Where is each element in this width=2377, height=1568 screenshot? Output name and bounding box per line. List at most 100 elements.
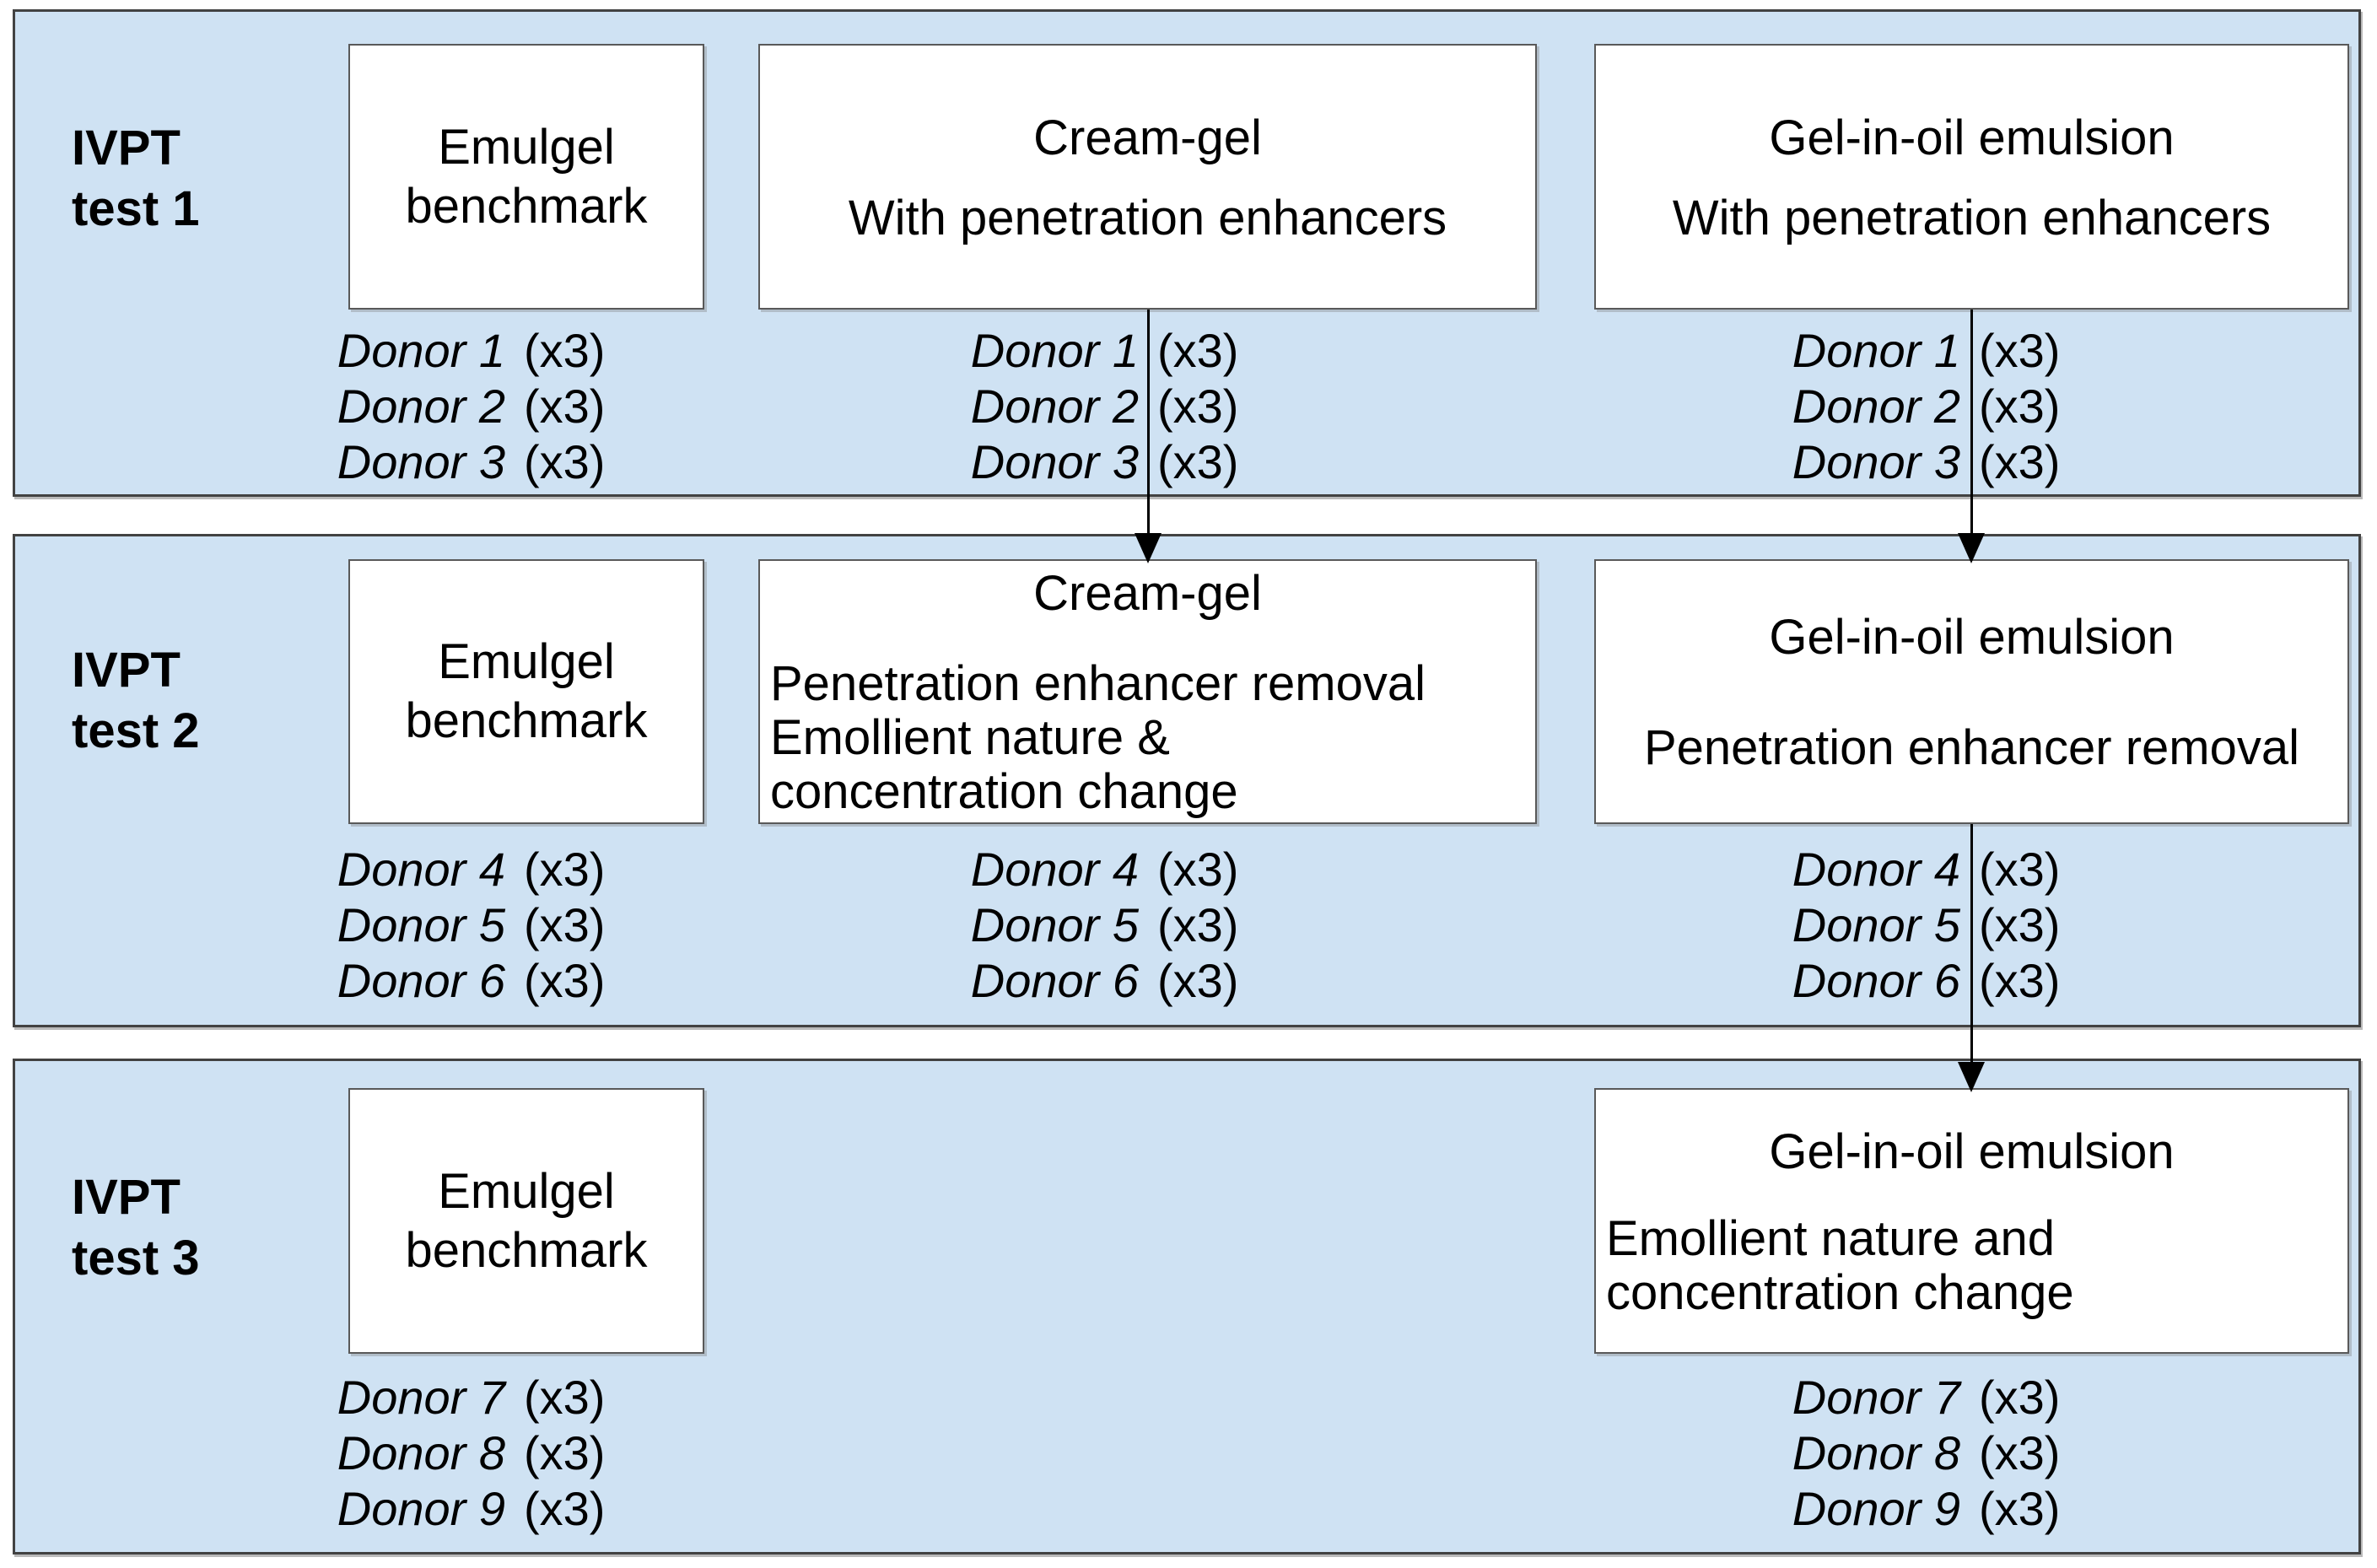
donor-line: Donor 4 (x3) bbox=[887, 842, 1409, 897]
donor-line: Donor 5 (x3) bbox=[253, 897, 776, 953]
donor-name: Donor 8 bbox=[1792, 1426, 1960, 1479]
donor-line: Donor 6 (x3) bbox=[887, 953, 1409, 1009]
cream-gel-box-test2: Cream-gel Penetration enhancer removal E… bbox=[758, 559, 1537, 824]
cream-gel-box-test1: Cream-gel With penetration enhancers bbox=[758, 44, 1537, 310]
donor-list-test3-geloil: Donor 7(x3)Donor 8 (x3) Donor 9 (x3) bbox=[1708, 1370, 2231, 1537]
donor-list-test1-creamgel: Donor 1 (x3) Donor 2 (x3) Donor 3 (x3) bbox=[887, 323, 1409, 490]
donor-line: Donor 2 (x3) bbox=[887, 379, 1409, 434]
donor-replicate-count: (x3) bbox=[524, 1371, 606, 1424]
donor-name: Donor 7 bbox=[337, 1371, 505, 1424]
donor-name: Donor 4 bbox=[970, 843, 1139, 896]
donor-replicate-count: (x3) bbox=[1979, 324, 2061, 377]
donor-line: Donor 5 (x3) bbox=[887, 897, 1409, 953]
donor-name: Donor 9 bbox=[1792, 1482, 1960, 1535]
gel-in-oil-box-test3: Gel-in-oil emulsion Emollient nature and… bbox=[1594, 1088, 2349, 1354]
box-title: Cream-gel bbox=[1033, 566, 1262, 621]
donor-replicate-count: (x3) bbox=[1979, 843, 2061, 896]
donor-replicate-count: (x3) bbox=[1157, 435, 1239, 488]
donor-list-test3-emulgel: Donor 7(x3)Donor 8(x3)Donor 9(x3) bbox=[253, 1370, 776, 1537]
donor-list-test2-creamgel: Donor 4 (x3) Donor 5 (x3) Donor 6 (x3) bbox=[887, 842, 1409, 1009]
donor-replicate-count: (x3) bbox=[1979, 435, 2061, 488]
donor-replicate-count: (x3) bbox=[524, 954, 606, 1007]
donor-name: Donor 8 bbox=[337, 1426, 505, 1479]
donor-line: Donor 9(x3) bbox=[253, 1481, 776, 1537]
donor-name: Donor 1 bbox=[337, 324, 505, 377]
box-body: With penetration enhancers bbox=[848, 190, 1447, 245]
donor-replicate-count: (x3) bbox=[524, 380, 606, 433]
gel-in-oil-box-test1: Gel-in-oil emulsion With penetration enh… bbox=[1594, 44, 2349, 310]
donor-replicate-count: (x3) bbox=[524, 435, 606, 488]
donor-replicate-count: (x3) bbox=[1157, 843, 1239, 896]
donor-replicate-count: (x3) bbox=[1157, 324, 1239, 377]
donor-replicate-count: (x3) bbox=[524, 898, 606, 951]
box-title: Emulgel benchmark bbox=[405, 634, 648, 748]
donor-replicate-count: (x3) bbox=[1979, 1371, 2061, 1424]
donor-replicate-count: (x3) bbox=[1979, 954, 2061, 1007]
donor-replicate-count: (x3) bbox=[524, 1482, 606, 1535]
donor-line: Donor 7 (x3) bbox=[253, 1370, 776, 1425]
donor-name: Donor 4 bbox=[337, 843, 505, 896]
box-body: With penetration enhancers bbox=[1672, 190, 2272, 245]
box-body: Penetration enhancer removal Emollient n… bbox=[770, 656, 1426, 819]
emulgel-benchmark-box-test3: Emulgel benchmark bbox=[348, 1088, 704, 1354]
gel-in-oil-box-test2: Gel-in-oil emulsion Penetration enhancer… bbox=[1594, 559, 2349, 824]
donor-replicate-count: (x3) bbox=[1157, 380, 1239, 433]
donor-name: Donor 6 bbox=[970, 954, 1139, 1007]
donor-line: Donor 9 (x3) bbox=[1708, 1481, 2231, 1537]
arrow-geloil-test1-to-test2 bbox=[1970, 310, 1973, 535]
donor-name: Donor 5 bbox=[337, 898, 505, 951]
donor-name: Donor 2 bbox=[970, 380, 1139, 433]
donor-line: Donor 4(x3) bbox=[1708, 842, 2231, 897]
donor-line: Donor 7(x3) bbox=[1708, 1370, 2231, 1425]
donor-name: Donor 1 bbox=[1792, 324, 1960, 377]
donor-line: Donor 8(x3) bbox=[253, 1425, 776, 1481]
donor-name: Donor 6 bbox=[1792, 954, 1960, 1007]
donor-line: Donor 3 (x3) bbox=[253, 434, 776, 490]
donor-replicate-count: (x3) bbox=[1157, 898, 1239, 951]
donor-name: Donor 2 bbox=[1792, 380, 1960, 433]
donor-replicate-count: (x3) bbox=[1979, 898, 2061, 951]
donor-list-test2-emulgel: Donor 4(x3)Donor 5(x3)Donor 6(x3) bbox=[253, 842, 776, 1009]
donor-line: Donor 6 (x3) bbox=[1708, 953, 2231, 1009]
donor-line: Donor 2 (x3) bbox=[253, 379, 776, 434]
donor-replicate-count: (x3) bbox=[524, 843, 606, 896]
emulgel-benchmark-box-test2: Emulgel benchmark bbox=[348, 559, 704, 824]
donor-replicate-count: (x3) bbox=[524, 324, 606, 377]
donor-line: Donor 1 (x3) bbox=[887, 323, 1409, 379]
donor-line: Donor 5 (x3) bbox=[1708, 897, 2231, 953]
donor-replicate-count: (x3) bbox=[1979, 1426, 2061, 1479]
donor-name: Donor 3 bbox=[337, 435, 505, 488]
donor-line: Donor 3 (x3) bbox=[887, 434, 1409, 490]
donor-name: Donor 3 bbox=[970, 435, 1139, 488]
donor-list-test1-emulgel: Donor 1 (x3) Donor 2 (x3) Donor 3 (x3) bbox=[253, 323, 776, 490]
donor-name: Donor 5 bbox=[1792, 898, 1960, 951]
box-body: Penetration enhancer removal bbox=[1643, 720, 2300, 775]
donor-line: Donor 3 (x3) bbox=[1708, 434, 2231, 490]
donor-replicate-count: (x3) bbox=[1979, 380, 2061, 433]
donor-line: Donor 1 (x3) bbox=[1708, 323, 2231, 379]
ivpt-test-2-label: IVPT test 2 bbox=[72, 643, 200, 758]
donor-line: Donor 8 (x3) bbox=[1708, 1425, 2231, 1481]
donor-list-test2-geloil: Donor 4(x3)Donor 5 (x3) Donor 6 (x3) bbox=[1708, 842, 2231, 1009]
box-title: Gel-in-oil emulsion bbox=[1769, 1123, 2175, 1179]
donor-line: Donor 4 (x3) bbox=[253, 842, 776, 897]
donor-name: Donor 2 bbox=[337, 380, 505, 433]
box-title: Gel-in-oil emulsion bbox=[1769, 610, 2175, 665]
arrow-head-icon bbox=[1135, 533, 1162, 563]
arrow-head-icon bbox=[1958, 533, 1985, 563]
donor-name: Donor 3 bbox=[1792, 435, 1960, 488]
donor-line: Donor 6(x3) bbox=[253, 953, 776, 1009]
emulgel-benchmark-box-test1: Emulgel benchmark bbox=[348, 44, 704, 310]
donor-replicate-count: (x3) bbox=[1157, 954, 1239, 1007]
donor-name: Donor 1 bbox=[970, 324, 1139, 377]
box-body: Emollient nature and concentration chang… bbox=[1606, 1210, 2074, 1320]
donor-line: Donor 1 (x3) bbox=[253, 323, 776, 379]
donor-name: Donor 5 bbox=[970, 898, 1139, 951]
arrow-geloil-test2-to-test3 bbox=[1970, 824, 1973, 1064]
donor-list-test1-geloil: Donor 1 (x3) Donor 2 (x3) Donor 3 (x3) bbox=[1708, 323, 2231, 490]
ivpt-test-1-label: IVPT test 1 bbox=[72, 121, 200, 236]
box-title: Gel-in-oil emulsion bbox=[1769, 110, 2175, 165]
arrow-creamgel-test1-to-test2 bbox=[1147, 310, 1150, 535]
donor-replicate-count: (x3) bbox=[1979, 1482, 2061, 1535]
